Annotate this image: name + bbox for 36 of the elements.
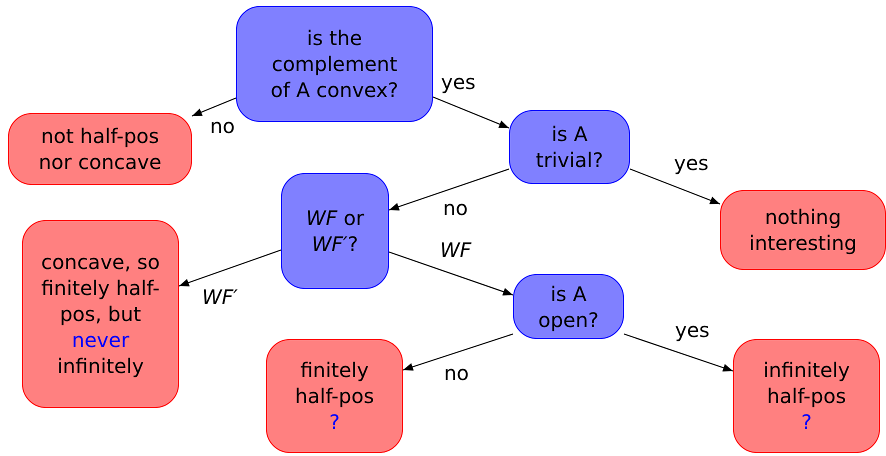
node-text: concave, so finitely half-pos, but never infinitely bbox=[40, 249, 160, 379]
node-text: is the complement of A convex? bbox=[270, 25, 400, 103]
node-text: infinitely half-pos bbox=[762, 357, 851, 409]
decision-box bbox=[513, 274, 624, 339]
node-text: not half-pos nor concave bbox=[38, 123, 162, 175]
arrow bbox=[432, 96, 510, 128]
edge-label: yes bbox=[675, 320, 710, 340]
outcome-box bbox=[266, 339, 403, 453]
edge-label: no bbox=[443, 198, 468, 218]
edge-label: no bbox=[444, 363, 469, 383]
outcome-box bbox=[8, 113, 192, 185]
decision-box bbox=[509, 110, 630, 184]
node-text: WF or WF′? bbox=[305, 205, 365, 257]
edge-label: yes bbox=[441, 72, 476, 92]
arrow bbox=[388, 168, 510, 211]
node-text: ? bbox=[801, 409, 812, 435]
outcome-box bbox=[720, 190, 886, 270]
node-text: is A trivial? bbox=[534, 121, 604, 173]
edge-label: WF′ bbox=[202, 287, 238, 307]
node-text: finitely half-pos bbox=[294, 357, 375, 409]
outcome-box bbox=[733, 339, 880, 453]
outcome-box bbox=[22, 220, 179, 408]
node-text: ? bbox=[329, 409, 340, 435]
arrow bbox=[388, 251, 514, 296]
node-text: is A open? bbox=[537, 280, 600, 332]
arrow bbox=[192, 98, 236, 116]
node-text: nothing interesting bbox=[748, 204, 858, 256]
edge-label: yes bbox=[674, 153, 709, 173]
edge-label: no bbox=[210, 116, 235, 136]
arrow bbox=[402, 333, 514, 371]
edge-label: WF bbox=[440, 240, 472, 260]
arrow bbox=[178, 249, 282, 287]
arrow bbox=[624, 333, 734, 372]
arrow bbox=[630, 168, 720, 205]
decision-box bbox=[236, 6, 433, 122]
decision-box bbox=[281, 173, 389, 289]
